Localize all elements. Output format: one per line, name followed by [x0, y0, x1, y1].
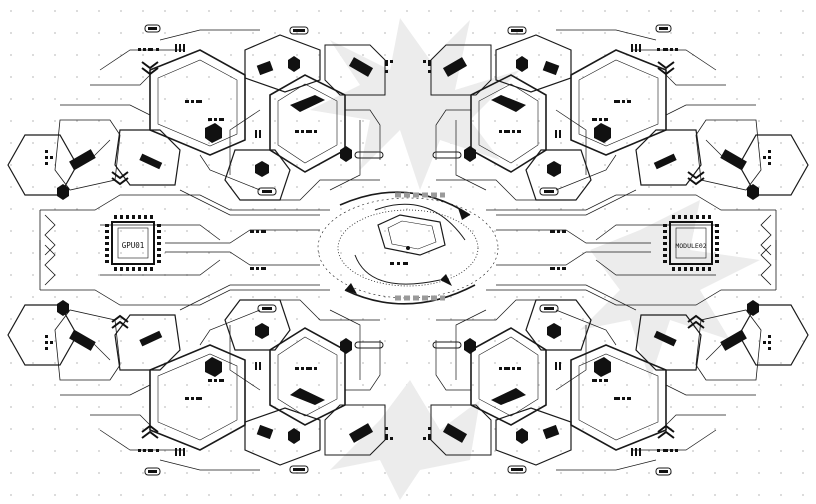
midline-traces	[165, 229, 651, 266]
chip-label-right: MODULE02	[675, 242, 706, 250]
quadrant-top-left	[7, 24, 394, 261]
chip-label-left: GPU01	[122, 241, 145, 250]
quadrant-bottom-left	[7, 239, 394, 476]
center-hud	[317, 191, 499, 305]
center-markers	[345, 208, 470, 294]
background-burst	[310, 18, 760, 500]
chip-module02: MODULE02	[663, 215, 719, 271]
chip-gpu01: GPU01	[105, 215, 161, 271]
